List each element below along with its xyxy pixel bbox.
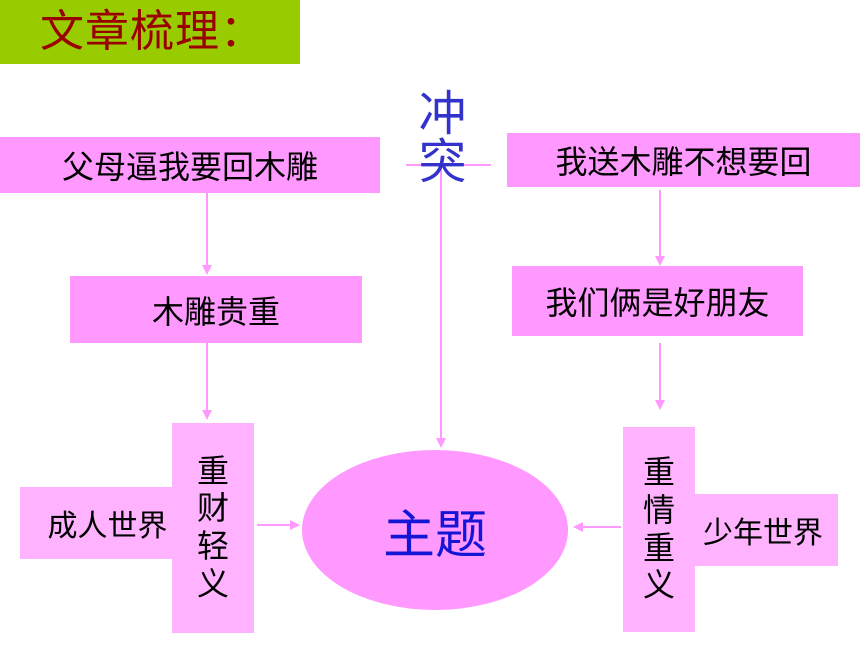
slide-title: 文章梳理：: [0, 0, 300, 64]
left-value-char: 财: [196, 489, 229, 528]
conflict-char: 突: [418, 134, 467, 190]
left-value-char: 轻: [196, 527, 229, 565]
conflict-label: 冲 突: [405, 90, 480, 186]
left-box-value-money-over-loyalty: 重 财 轻 义: [172, 423, 254, 633]
left-box-carving-valuable: 木雕贵重: [70, 276, 362, 343]
right-box-keep-gift: 我送木雕不想要回: [507, 133, 860, 187]
right-value-char: 重: [642, 453, 675, 491]
right-value-char: 情: [642, 490, 675, 529]
right-value-char: 重: [642, 528, 675, 567]
theme-label: 主题: [382, 505, 487, 566]
left-value-char: 义: [196, 564, 229, 603]
right-box-youth-world: 少年世界: [688, 494, 838, 566]
left-box-parents-demand: 父母逼我要回木雕: [0, 137, 380, 193]
theme-ellipse: 主题: [302, 450, 568, 610]
right-box-value-loyalty: 重 情 重 义: [623, 427, 695, 632]
right-box-good-friends: 我们俩是好朋友: [512, 266, 803, 336]
left-box-adult-world: 成人世界: [20, 487, 195, 559]
left-value-char: 重: [196, 451, 229, 490]
conflict-char: 冲: [418, 86, 467, 142]
right-value-char: 义: [642, 566, 675, 605]
